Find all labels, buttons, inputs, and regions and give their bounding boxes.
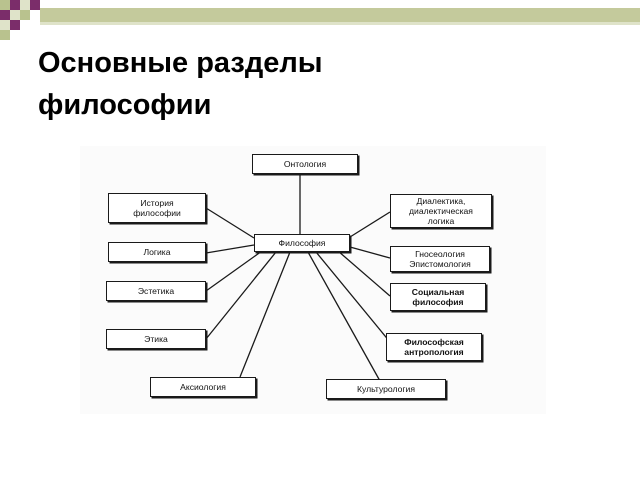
philosophy-sections-diagram: Онтология Философия История философии Ло… (80, 146, 546, 414)
connector-lines (205, 174, 391, 382)
node-history: История философии (108, 193, 206, 223)
node-philosophical-anthropology: Философская антропология (386, 333, 482, 361)
node-aesthetics: Эстетика (106, 281, 206, 301)
node-ethics: Этика (106, 329, 206, 349)
slide-title: Основные разделы философии (38, 47, 323, 121)
node-ontology: Онтология (252, 154, 358, 174)
node-axiology: Аксиология (150, 377, 256, 397)
decorative-checker-band (0, 0, 640, 40)
node-culturology: Культурология (326, 379, 446, 399)
node-gnoseology: Гносеология Эпистомология (390, 246, 490, 272)
node-social-philosophy: Социальная философия (390, 283, 486, 311)
node-dialectics: Диалектика, диалектическая логика (390, 194, 492, 228)
node-center-philosophy: Философия (254, 234, 350, 252)
node-logic: Логика (108, 242, 206, 262)
